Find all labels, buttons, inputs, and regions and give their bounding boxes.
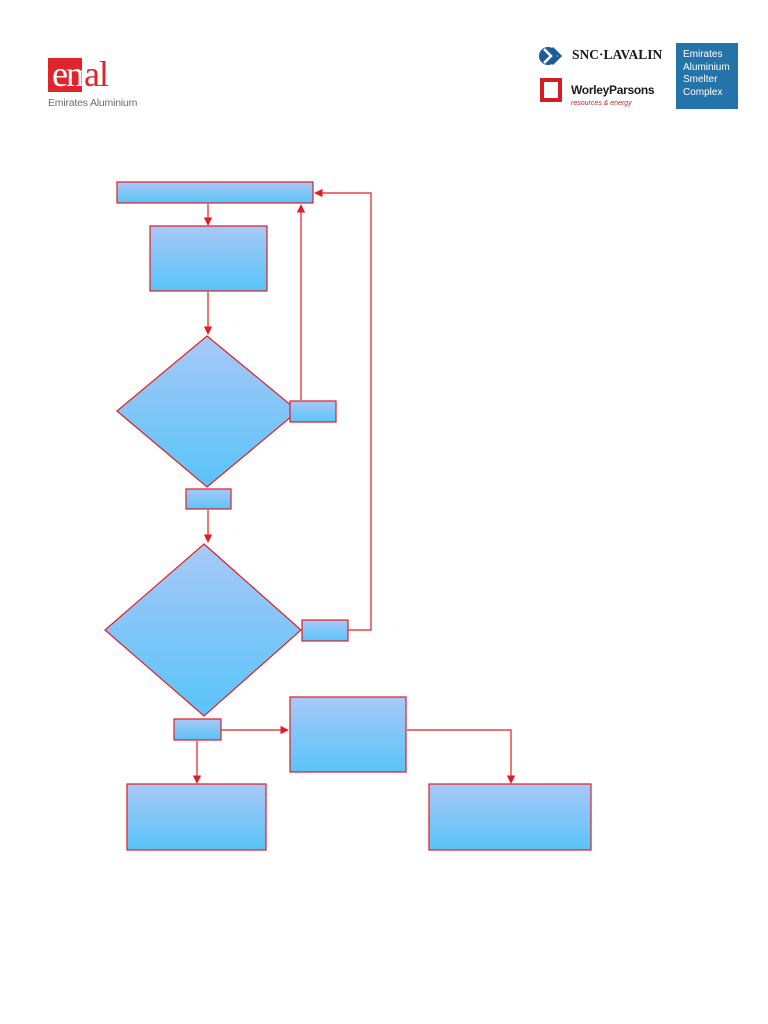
process-middle-node bbox=[289, 696, 407, 773]
connector-process-middle-to-end-right bbox=[407, 729, 516, 784]
emal-logo-em: em bbox=[52, 54, 94, 94]
decision-2-bottom-label-box bbox=[173, 718, 222, 741]
complex-logo-line: Complex bbox=[683, 86, 723, 98]
emal-logo-al: al bbox=[84, 54, 109, 94]
connector-decision2-loop-to-topbar bbox=[314, 188, 372, 631]
decision-2-right-label-box bbox=[301, 619, 349, 642]
process-1-node bbox=[149, 225, 268, 292]
top-bar-node bbox=[116, 181, 314, 204]
decision-1-node bbox=[116, 335, 299, 488]
worleyparsons-logo: WorleyParsons resources & energy bbox=[540, 78, 670, 110]
complex-logo-line: Aluminium bbox=[683, 61, 730, 73]
emal-logo-block bbox=[48, 58, 82, 92]
end-right-node bbox=[428, 783, 592, 851]
emirates-aluminium-smelter-complex-logo: Emirates Aluminium Smelter Complex bbox=[676, 43, 738, 109]
decision-1-bottom-label-box bbox=[185, 488, 232, 510]
emal-logo-subtitle: Emirates Aluminium bbox=[48, 97, 138, 109]
complex-logo-line: Smelter bbox=[683, 74, 718, 85]
snc-lavalin-logo: SNC·LAVALIN bbox=[538, 44, 668, 70]
worleyparsons-tagline: resources & energy bbox=[571, 100, 632, 107]
snc-lavalin-mark-icon bbox=[539, 46, 563, 66]
snc-lavalin-name: SNC·LAVALIN bbox=[572, 47, 663, 62]
decision-2-node bbox=[104, 543, 302, 717]
decision-1-right-label-box bbox=[289, 400, 337, 423]
complex-logo-line: Emirates bbox=[683, 49, 723, 60]
worleyparsons-name: WorleyParsons bbox=[571, 83, 655, 97]
end-left-node bbox=[126, 783, 267, 851]
emal-logo: em al Emirates Aluminium bbox=[44, 54, 154, 114]
worleyparsons-mark-icon bbox=[540, 78, 562, 102]
